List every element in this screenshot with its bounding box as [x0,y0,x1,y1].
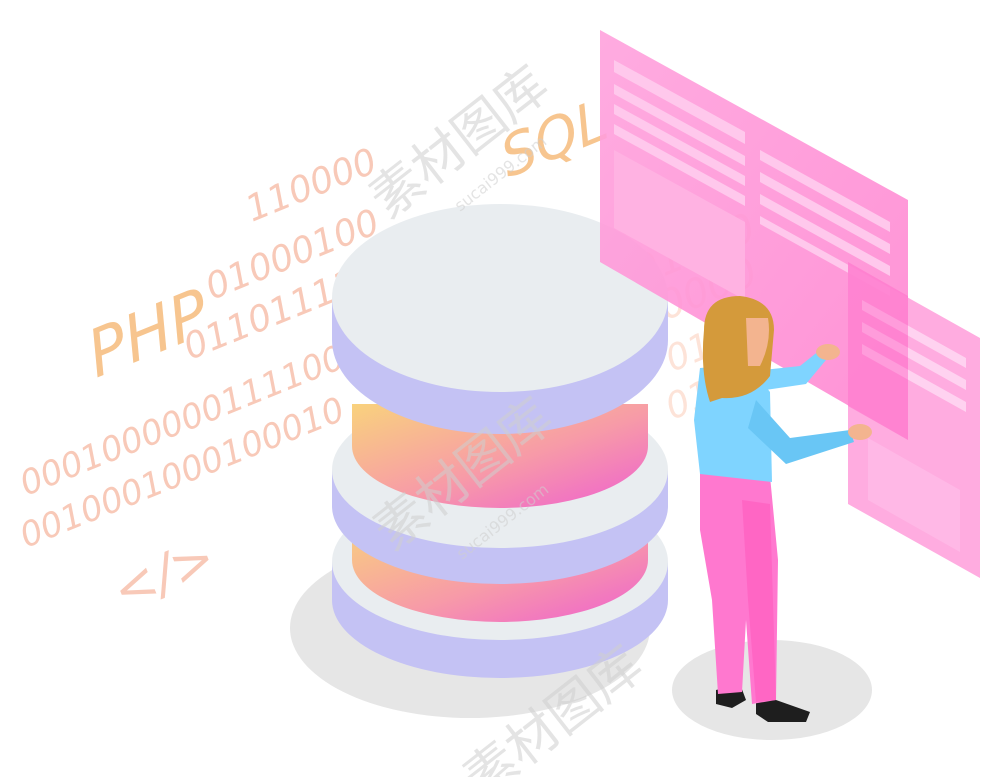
hand-lower [848,424,872,440]
person-illustration [694,296,872,722]
hand-upper [816,344,840,360]
interface-panels [600,30,980,578]
panel-main [600,30,908,440]
code-tag-icon: </> [104,527,224,622]
disk-top-surface [332,204,668,392]
face [746,318,769,366]
right-shoe [756,700,810,722]
panel-main-content [614,60,890,300]
database-icon [332,204,668,678]
ring-upper [352,404,648,508]
arm-lower [748,400,854,464]
php-label: PHP [80,274,217,393]
pants-shade [742,500,776,702]
panel-overlay-card [848,262,908,440]
